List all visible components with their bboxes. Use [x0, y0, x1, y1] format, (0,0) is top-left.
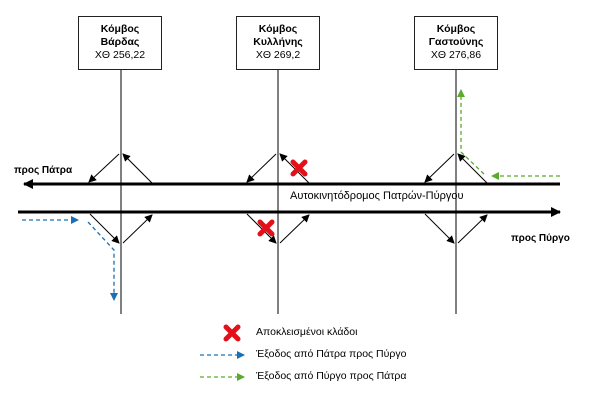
route-green-exit: [457, 89, 560, 180]
direction-label-patra: προς Πάτρα: [14, 165, 73, 176]
legend-closed-icon: [223, 324, 241, 342]
ramps-gastouni: [424, 153, 488, 244]
ramps-kyllini: [246, 153, 310, 244]
node-name-line1: Κόμβος: [436, 23, 476, 35]
node-chainage: ΧΘ 269,2: [255, 49, 301, 61]
node-name-line1: Κόμβος: [100, 23, 140, 35]
node-name-line1: Κόμβος: [258, 23, 298, 35]
node-box-gastouni: Κόμβος Γαστούνης ΧΘ 276,86: [414, 16, 498, 70]
node-name-line2: Γαστούνης: [428, 36, 484, 48]
ramps-vardas: [88, 153, 153, 244]
legend-exit-patra-pyrgos: Έξοδος από Πάτρα προς Πύργο: [256, 348, 407, 360]
legend-closed-ramps: Αποκλεισμένοι κλάδοι: [256, 326, 358, 338]
node-box-kyllini: Κόμβος Κυλλήνης ΧΘ 269,2: [236, 16, 320, 70]
route-blue-exit: [22, 216, 118, 301]
legend-exit-pyrgos-patra: Έξοδος από Πύργο προς Πάτρα: [256, 370, 407, 382]
direction-label-pyrgos: προς Πύργο: [511, 233, 570, 244]
node-box-vardas: Κόμβος Βάρδας ΧΘ 256,22: [78, 16, 162, 70]
node-chainage: ΧΘ 256,22: [94, 49, 146, 61]
node-name-line2: Βάρδας: [100, 36, 140, 48]
closed-ramp-mark-2: [257, 219, 275, 237]
closed-ramp-mark-1: [290, 159, 308, 177]
highway-label: Αυτοκινητόδρομος Πατρών-Πύργου: [290, 190, 464, 202]
node-chainage: ΧΘ 276,86: [430, 49, 482, 61]
node-name-line2: Κυλλήνης: [253, 36, 303, 48]
